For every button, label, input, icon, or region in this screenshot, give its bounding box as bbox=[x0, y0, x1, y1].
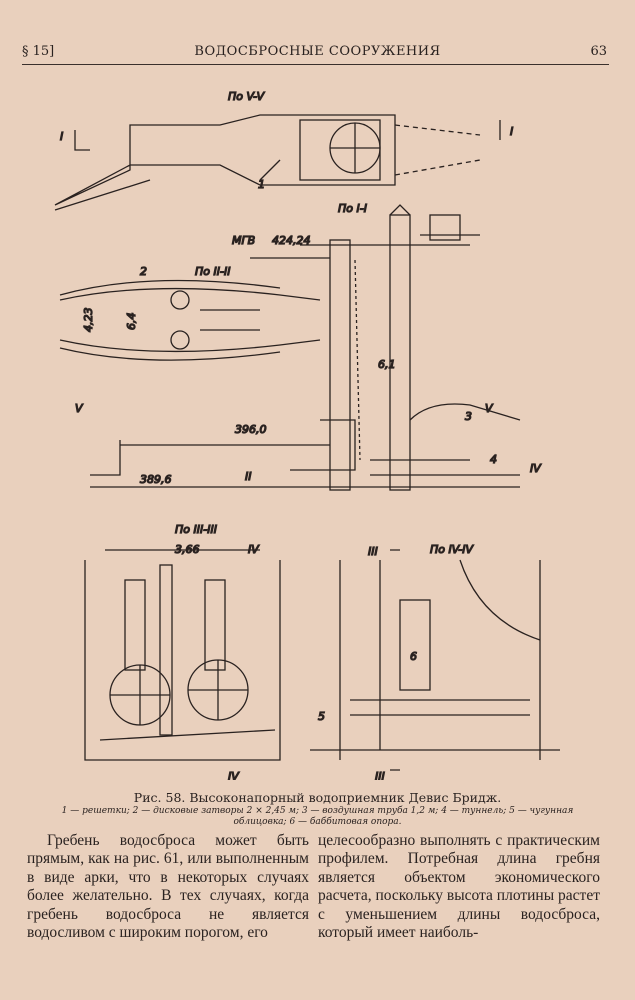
label-dim-423: 4,23 bbox=[82, 308, 95, 333]
label-ii: II bbox=[245, 470, 252, 483]
label-v-right: V bbox=[485, 402, 494, 415]
label-view-iii: По III-III bbox=[175, 523, 217, 536]
label-v-left: V bbox=[75, 402, 84, 415]
label-item-2: 2 bbox=[140, 265, 147, 278]
page-number: 63 bbox=[590, 44, 607, 59]
section-marker: § 15] bbox=[22, 44, 55, 59]
figure-caption: Рис. 58. Высоконапорный водоприемник Дев… bbox=[133, 790, 502, 805]
label-level-396: 396,0 bbox=[235, 423, 267, 436]
label-mgv: МГВ bbox=[232, 234, 255, 247]
label-iv-right: IV bbox=[530, 462, 542, 475]
figure-58-drawing: По V-V I I 1 По I-I МГВ 424,24 2 По II-I… bbox=[54, 89, 560, 780]
plan-view-vv bbox=[54, 114, 501, 211]
label-dim-64: 6,4 bbox=[125, 313, 138, 331]
label-view-vv: По V-V bbox=[228, 90, 266, 103]
label-item-5: 5 bbox=[318, 710, 325, 723]
label-iii-top: III bbox=[368, 545, 378, 558]
label-item-1: 1 bbox=[258, 178, 265, 191]
label-view-iv: По IV-IV bbox=[430, 543, 475, 556]
section-view-ii bbox=[59, 204, 521, 491]
header-rule bbox=[22, 64, 609, 65]
label-view-ii: По I-I bbox=[338, 202, 367, 215]
label-item-4: 4 bbox=[490, 453, 497, 466]
label-dim-61: 6,1 bbox=[378, 358, 396, 371]
label-iii-bottom: III bbox=[375, 770, 385, 780]
section-view-iii bbox=[84, 549, 281, 761]
label-level-389: 389,6 bbox=[140, 473, 172, 486]
label-dim-366: 3,66 bbox=[175, 543, 200, 556]
label-mgv-level: 424,24 bbox=[272, 234, 311, 247]
label-view-iiii: По II-II bbox=[195, 265, 230, 278]
figure-legend-line-2: облицовка; 6 — баббитовая опора. bbox=[233, 817, 402, 827]
label-item-6: 6 bbox=[410, 650, 417, 663]
label-i-right: I bbox=[510, 125, 513, 138]
label-item-3: 3 bbox=[465, 410, 472, 423]
label-iv-top: IV bbox=[248, 543, 260, 556]
figure-legend-line-1: 1 — решетки; 2 — дисковые затворы 2 × 2,… bbox=[61, 806, 574, 816]
label-i-left: I bbox=[60, 130, 63, 143]
section-view-iv bbox=[310, 549, 560, 771]
running-title: ВОДОСБРОСНЫЕ СООРУЖЕНИЯ bbox=[194, 44, 441, 59]
body-right-column: целесообразно выполнять с практическим п… bbox=[318, 832, 600, 942]
body-left-column: Гребень водосброса может быть прямым, ка… bbox=[27, 832, 309, 942]
label-iv-bottom: IV bbox=[228, 770, 240, 780]
